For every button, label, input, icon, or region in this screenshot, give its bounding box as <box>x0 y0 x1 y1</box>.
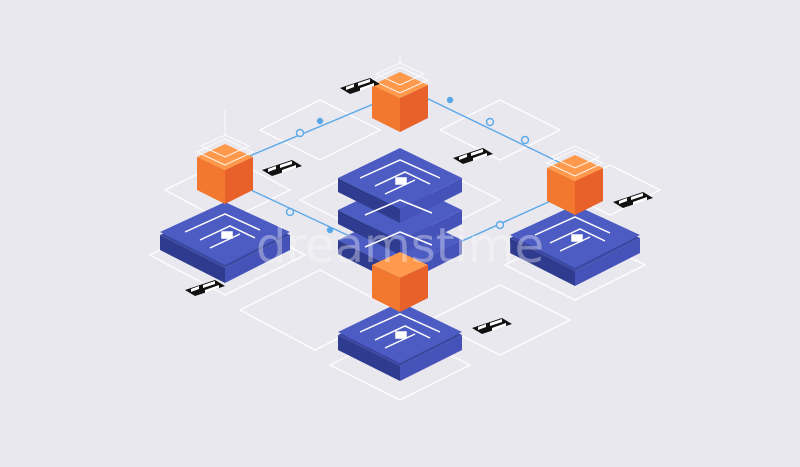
circuit-platform-left <box>160 202 290 283</box>
blockchain-cube-right <box>545 145 605 215</box>
blockchain-cube-left <box>195 110 255 204</box>
circuit-platform-bottom <box>338 302 462 381</box>
watermark-text: dreamstime <box>256 218 544 274</box>
circuit-platform-center-stack <box>338 148 462 285</box>
blockchain-cube-top <box>370 55 430 132</box>
blockchain-cube-bottom <box>372 252 428 312</box>
circuit-platform-right <box>510 205 640 286</box>
